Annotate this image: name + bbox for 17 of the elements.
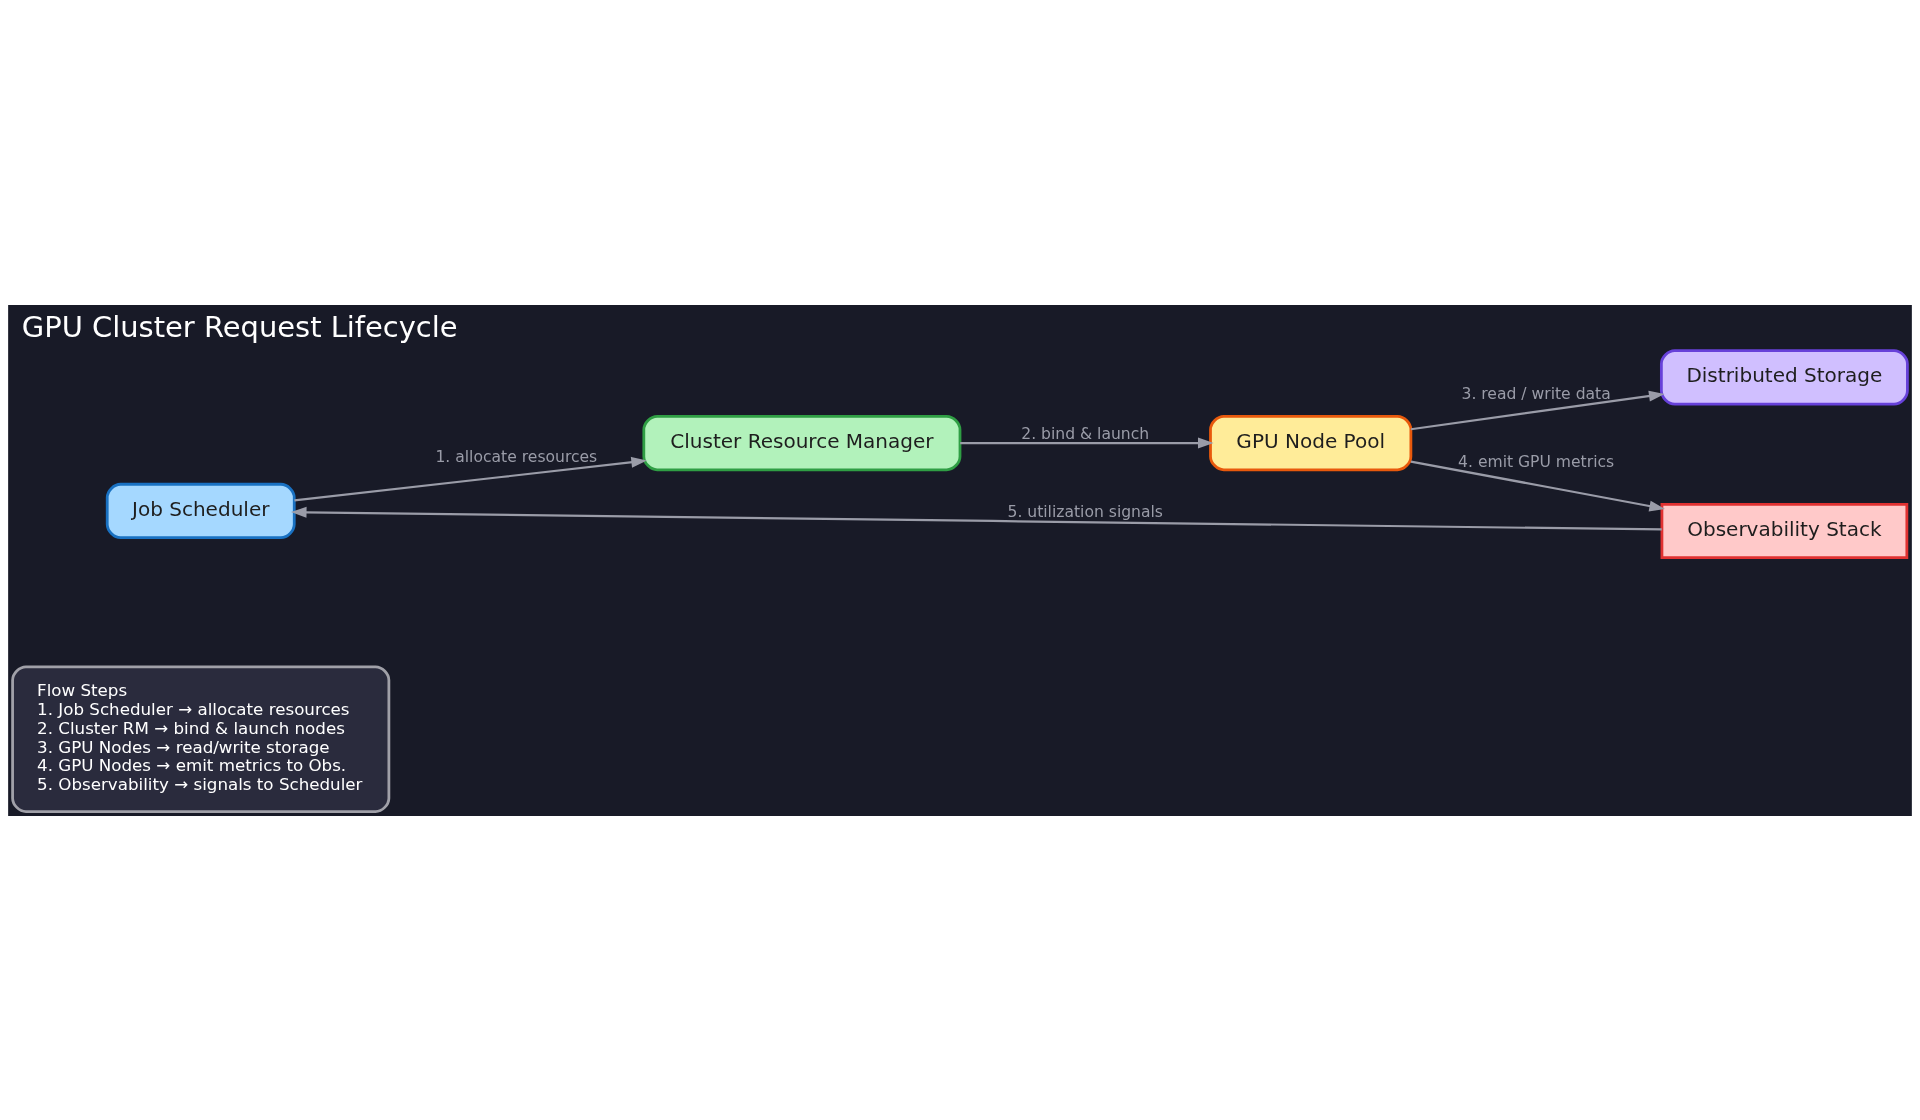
node-box: Job Scheduler <box>105 482 296 539</box>
node-box: Flow Steps 1. Job Scheduler → allocate resources 2. Cluster RM → bind & launch nodes 3. GPU Nodes → read/write storage 4. GPU Nodes → emit metrics to Obs. 5. Observability → signals to Scheduler <box>11 664 391 813</box>
arrow <box>294 456 647 502</box>
node-box: Observability Stack <box>1660 502 1909 559</box>
edge-label: 1. allocate resources <box>435 447 598 466</box>
arrow <box>1410 390 1665 430</box>
arrow <box>1410 459 1665 511</box>
edge-label: 3. read / write data <box>1461 384 1611 403</box>
arrow <box>290 506 1662 531</box>
node-box: GPU Node Pool <box>1209 414 1413 471</box>
edge-label: 5. utilization signals <box>1007 502 1163 521</box>
diagram-title: GPU Cluster Request Lifecycle <box>21 309 458 344</box>
edge-label: 2. bind & launch <box>1021 424 1150 443</box>
node-box: Cluster Resource Manager <box>642 414 962 471</box>
edge-label: 4. emit GPU metrics <box>1458 452 1615 471</box>
node-box: Distributed Storage <box>1659 348 1909 405</box>
arrow <box>960 437 1214 448</box>
